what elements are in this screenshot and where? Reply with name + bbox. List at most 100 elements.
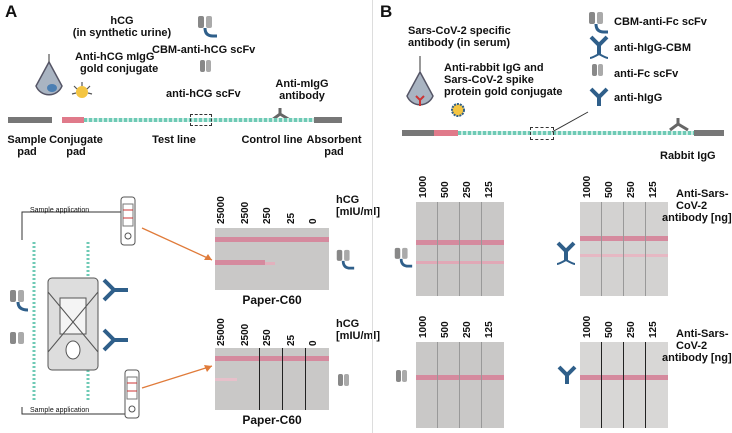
strip-image-b-bottom-left [416, 342, 504, 428]
control-line [416, 240, 504, 245]
conc-b-tr-3: 125 [648, 181, 659, 198]
conc-b-tr-0: 1000 [582, 175, 593, 198]
paper-c60-bottom: Paper-C60 [242, 413, 302, 427]
panel-a-label: A [5, 2, 18, 21]
test-line-box-b [530, 127, 554, 140]
anti-sars-bottom-2: CoV-2 [676, 340, 708, 352]
conc-b-bl-1: 500 [440, 321, 451, 338]
test-line-faint [215, 378, 237, 381]
paper-c60-top: Paper-C60 [242, 293, 302, 307]
strip-image-a-bottom [215, 348, 329, 410]
drop-icon [35, 54, 63, 96]
sample-pad-b [402, 130, 442, 136]
conc-b-bl-0: 1000 [418, 315, 429, 338]
anti-hcg-scfv-label: anti-hCG scFv [166, 88, 241, 100]
strip-image-b-top-left [416, 202, 504, 296]
membrane [84, 118, 314, 122]
legend-anti-higg-cbm-icon [589, 35, 609, 59]
serum-drop-icon [406, 56, 434, 106]
conc-b-br-0: 1000 [582, 315, 593, 338]
membrane-b [458, 131, 694, 135]
cassette-bottom [124, 369, 140, 419]
unit-a-bottom-2: [mIU/ml] [336, 330, 380, 342]
absorbent-pad-b [694, 130, 724, 136]
panel-divider [372, 0, 373, 433]
conjugate-pad [62, 117, 84, 123]
anti-migg-label-1: Anti-mIgG [275, 78, 329, 90]
anti-sars-bottom-3: antibody [ng] [662, 352, 732, 364]
assay-schematic [10, 209, 134, 417]
gold-conjugate-icon [71, 82, 93, 98]
control-line [215, 237, 329, 242]
orange-arrow-top [141, 227, 213, 261]
anti-sars-top-1: Anti-Sars- [676, 188, 729, 200]
scfv-icon [200, 60, 211, 72]
conjugate-label-1: Anti-hCG mIgG [75, 51, 155, 63]
test-line [416, 261, 504, 264]
conc-b-bl-2: 250 [462, 321, 473, 338]
control-line [580, 236, 668, 241]
cbm-scfv-icon [198, 16, 217, 38]
sample-application-top: Sample application [30, 207, 90, 214]
conc-a-bottom-0: 25000 [216, 318, 227, 346]
test-line-box [190, 114, 212, 126]
rabbit-igg-label: Rabbit IgG [660, 150, 716, 162]
hcg-title: hCG [110, 15, 134, 27]
rabbit-conj-2: Sars-CoV-2 spike [444, 74, 534, 86]
cbm-scfv-result-icon [336, 249, 355, 270]
conc-a-top-1: 2500 [240, 201, 251, 224]
scfv-result-icon [338, 374, 349, 386]
conc-b-tl-0: 1000 [418, 175, 429, 198]
conc-a-bottom-3: 25 [286, 334, 297, 346]
spike-gold-icon [451, 103, 465, 117]
anti-fc-result-icon [396, 370, 407, 382]
strip-image-b-bottom-right [580, 342, 668, 428]
absorbent-pad [314, 117, 342, 123]
control-line [580, 375, 668, 380]
leader-line [551, 111, 589, 133]
conc-b-tl-2: 250 [462, 181, 473, 198]
conc-b-br-2: 250 [626, 321, 637, 338]
conc-a-bottom-1: 2500 [240, 323, 251, 346]
control-line [215, 356, 329, 361]
conc-b-tl-3: 125 [484, 181, 495, 198]
unit-a-bottom-1: hCG [336, 318, 360, 330]
conc-a-bottom-2: 250 [262, 329, 273, 346]
rabbit-conj-1: Anti-rabbit IgG and [444, 62, 544, 74]
strip-image-b-top-right [580, 202, 668, 296]
conc-b-tl-1: 500 [440, 181, 451, 198]
rabbit-igg-icon [669, 118, 689, 132]
sample-application-bottom: Sample application [30, 407, 90, 414]
panel-b-label: B [380, 2, 393, 21]
sample-pad [8, 117, 52, 123]
unit-a-top-1: hCG [336, 194, 360, 206]
orange-arrow-bottom [141, 365, 213, 389]
unit-a-top-2: [mIU/ml] [336, 206, 380, 218]
test-line-faint [265, 262, 275, 265]
anti-higg-cbm-result-icon [556, 241, 576, 265]
conc-a-top-4: 0 [308, 218, 319, 224]
conjugate-pad-b [434, 130, 458, 136]
test-line [215, 260, 265, 265]
cbm-anti-fc-result-icon [394, 247, 413, 268]
anti-migg-label-2: antibody [279, 90, 325, 102]
conc-b-tr-1: 500 [604, 181, 615, 198]
test-line [580, 254, 668, 257]
control-line-label: Control line [241, 134, 303, 146]
legend-anti-higg: anti-hIgG [614, 92, 663, 104]
anti-sars-top-3: antibody [ng] [662, 212, 732, 224]
anti-higg-result-icon [557, 365, 577, 384]
test-line-label: Test line [152, 134, 196, 146]
rabbit-conj-3: protein gold conjugate [444, 86, 563, 98]
cbm-anti-hcg-label: CBM-anti-hCG scFv [152, 44, 256, 56]
conc-b-br-1: 500 [604, 321, 615, 338]
sars-title-2: antibody (in serum) [408, 37, 511, 49]
conc-a-top-2: 250 [262, 207, 273, 224]
anti-sars-bottom-1: Anti-Sars- [676, 328, 729, 340]
legend-anti-higg-cbm: anti-hIgG-CBM [614, 42, 691, 54]
cassette-top [120, 196, 136, 246]
conc-b-bl-3: 125 [484, 321, 495, 338]
